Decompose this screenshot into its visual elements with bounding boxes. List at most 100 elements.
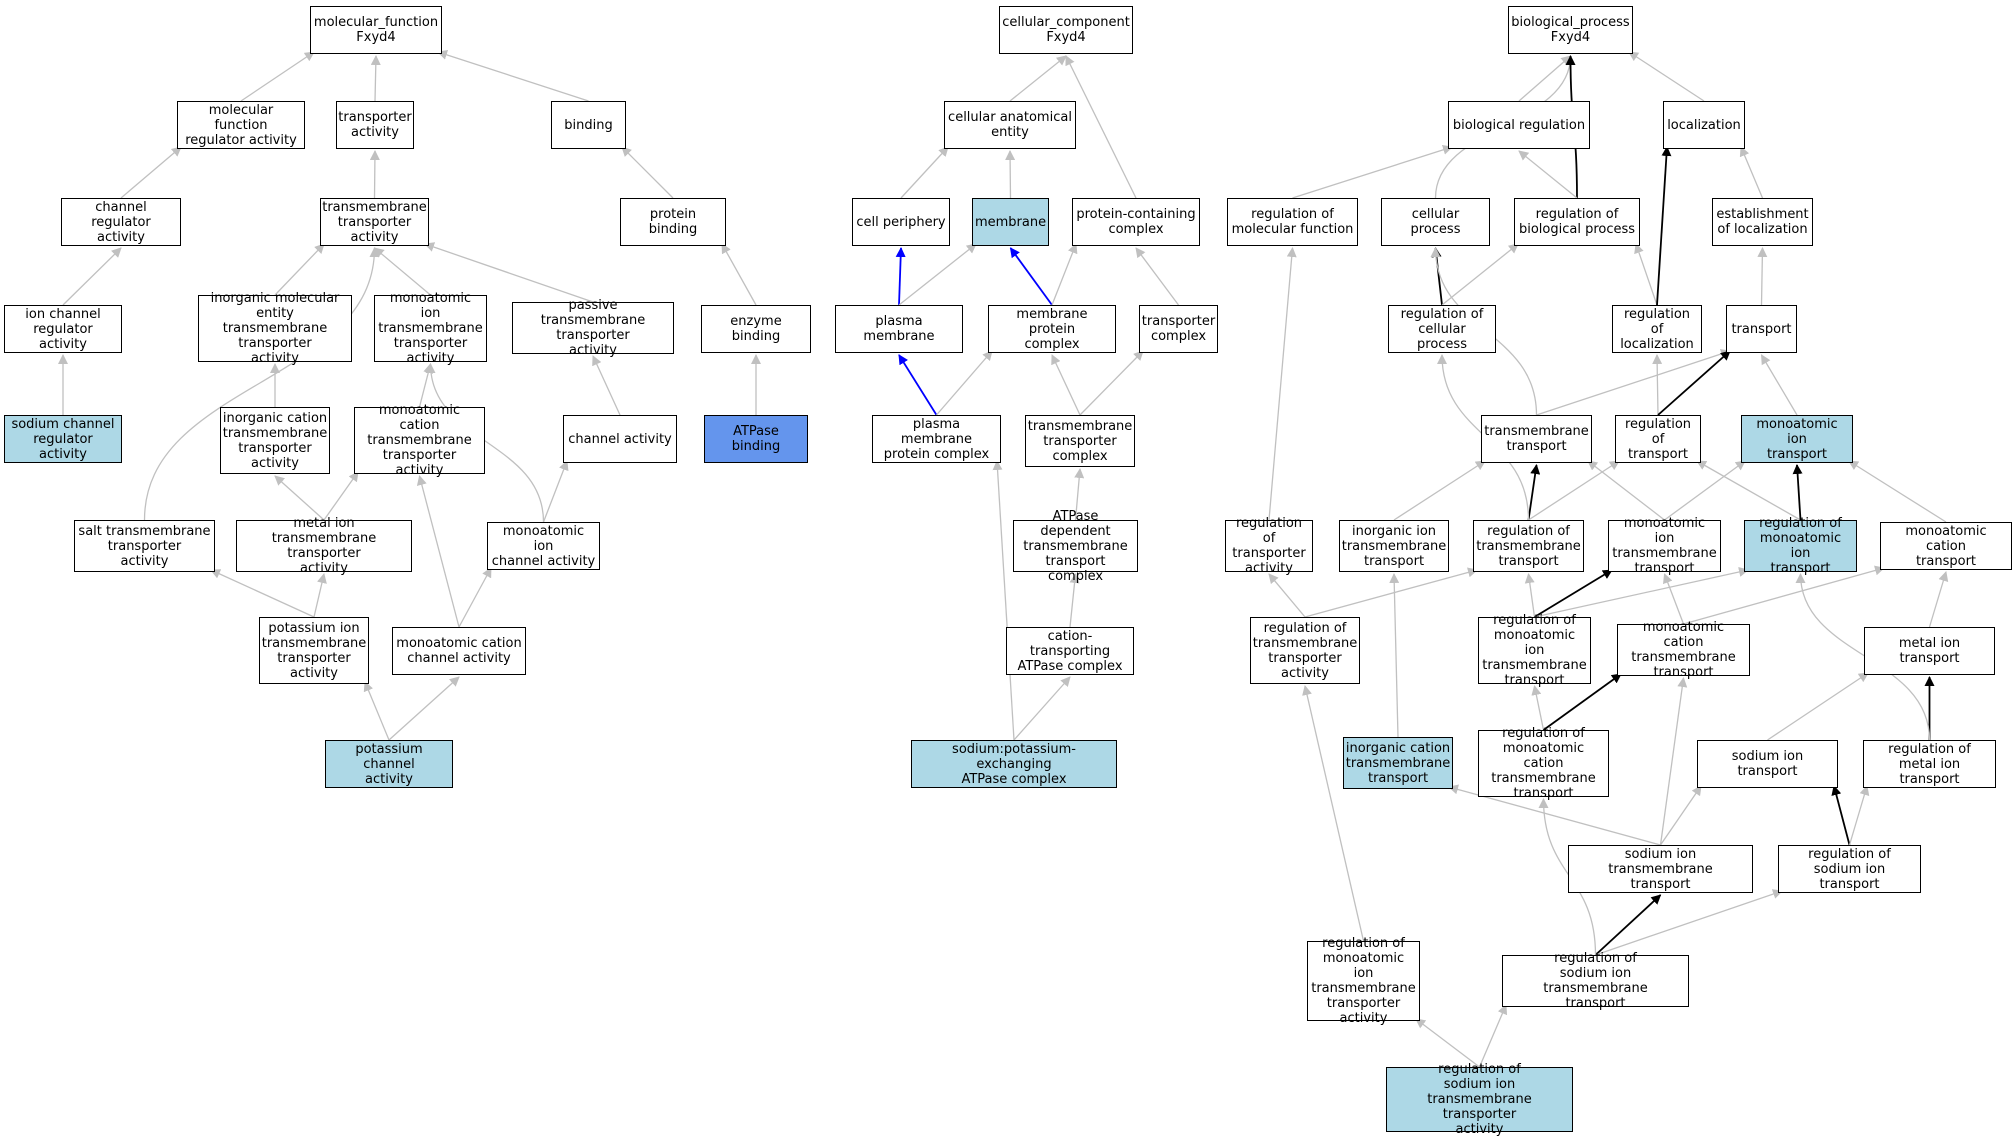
node-regulation-of-sodium-ion-transmembrane-transport[interactable]: regulation of sodium ion transmembrane t… xyxy=(1502,951,1689,1011)
node-regulation-of-metal-ion-transport[interactable]: regulation of metal ion transport xyxy=(1863,740,1996,788)
node-channel-regulator-activity[interactable]: channel regulator activity xyxy=(61,198,181,246)
node-regulation-of-cellular-process[interactable]: regulation of cellular process xyxy=(1388,305,1496,353)
node-label: potassium ion transmembrane transporter … xyxy=(261,620,367,681)
node-establishment-of-localization[interactable]: establishment of localization xyxy=(1712,198,1813,246)
node-regulation-of-sodium-ion-tm-transporter-activity[interactable]: regulation of sodium ion transmembrane t… xyxy=(1386,1062,1573,1137)
edge-bp_reg_transport-to-bp_transport xyxy=(1657,350,1731,416)
node-cell-periphery[interactable]: cell periphery xyxy=(852,198,950,246)
node-monoatomic-cation-transport[interactable]: monoatomic cation transport xyxy=(1880,522,2012,570)
node-regulation-of-localization[interactable]: regulation of localization xyxy=(1612,305,1702,353)
node-inorganic-cation-tm-transporter-activity[interactable]: inorganic cation transmembrane transport… xyxy=(220,407,330,474)
node-plasma-membrane[interactable]: plasma membrane xyxy=(835,305,963,353)
node-transmembrane-transport[interactable]: transmembrane transport xyxy=(1481,415,1592,463)
edge-bp_reg_mono_ion_tm-to-bp_mono_ion_tm xyxy=(1534,569,1613,618)
node-membrane[interactable]: membrane xyxy=(972,198,1049,246)
node-label: regulation of sodium ion transport xyxy=(1808,846,1891,892)
edge-cc_pm_protein_complex-to-cc_membrane_protein_complex xyxy=(936,350,993,416)
node-inorganic-molecular-entity-tm-transporter-activity[interactable]: inorganic molecular entity transmembrane… xyxy=(198,291,352,366)
edge-bp_reg_bio_process-to-bp_bio_reg xyxy=(1518,150,1578,199)
edge-mf_channel_reg-to-mf_reg xyxy=(120,146,182,199)
node-regulation-of-monoatomic-ion-transport[interactable]: regulation of monoatomic ion transport xyxy=(1744,516,1857,576)
node-monoatomic-cation-channel-activity[interactable]: monoatomic cation channel activity xyxy=(392,627,526,675)
node-sodium-channel-regulator-activity[interactable]: sodium channel regulator activity xyxy=(4,415,122,463)
edge-bp_establish_loc-to-bp_localization xyxy=(1739,146,1764,199)
node-molecular-function-root[interactable]: molecular_function Fxyd4 xyxy=(310,6,442,54)
node-atpase-dependent-tm-transport-complex[interactable]: ATPase dependent transmembrane transport… xyxy=(1013,509,1138,584)
node-inorganic-ion-transmembrane-transport[interactable]: inorganic ion transmembrane transport xyxy=(1339,520,1449,572)
node-plasma-membrane-protein-complex[interactable]: plasma membrane protein complex xyxy=(872,415,1001,463)
node-cellular-process[interactable]: cellular process xyxy=(1381,198,1490,246)
node-regulation-of-tm-transporter-activity[interactable]: regulation of transmembrane transporter … xyxy=(1250,617,1360,684)
node-label: regulation of biological process xyxy=(1518,207,1636,237)
node-monoatomic-cation-transmembrane-transport[interactable]: monoatomic cation transmembrane transpor… xyxy=(1617,620,1750,680)
node-regulation-of-monoatomic-cation-tm-transport[interactable]: regulation of monoatomic cation transmem… xyxy=(1478,726,1609,801)
node-potassium-channel-activity[interactable]: potassium channel activity xyxy=(325,740,453,788)
node-metal-ion-transport[interactable]: metal ion transport xyxy=(1864,627,1995,675)
edge-mf_transporter-to-mf_root xyxy=(370,55,381,102)
node-passive-tm-transporter-activity[interactable]: passive transmembrane transporter activi… xyxy=(512,298,674,358)
node-membrane-protein-complex[interactable]: membrane protein complex xyxy=(988,305,1116,353)
node-regulation-of-monoatomic-ion-tm-transporter-activity[interactable]: regulation of monoatomic ion transmembra… xyxy=(1307,936,1420,1026)
node-sodium-ion-transport[interactable]: sodium ion transport xyxy=(1697,740,1838,788)
node-label: molecular_function Fxyd4 xyxy=(313,15,439,45)
edge-cc_membrane_protein_complex-to-cc_protein_complex xyxy=(1051,243,1078,306)
node-monoatomic-ion-tm-transporter-activity[interactable]: monoatomic ion transmembrane transporter… xyxy=(374,291,487,366)
node-regulation-of-biological-process[interactable]: regulation of biological process xyxy=(1514,198,1640,246)
edge-mf_inorg_mol-to-mf_tm_transporter xyxy=(274,243,325,296)
node-label: metal ion transmembrane transporter acti… xyxy=(271,516,377,576)
node-protein-binding[interactable]: protein binding xyxy=(620,198,726,246)
node-regulation-of-monoatomic-ion-tm-transport[interactable]: regulation of monoatomic ion transmembra… xyxy=(1478,613,1591,688)
node-biological-regulation[interactable]: biological regulation xyxy=(1448,101,1590,149)
node-cellular-component-root[interactable]: cellular_component Fxyd4 xyxy=(999,6,1133,54)
node-transporter-activity[interactable]: transporter activity xyxy=(336,101,414,149)
node-monoatomic-ion-transmembrane-transport[interactable]: monoatomic ion transmembrane transport xyxy=(1608,516,1721,576)
node-cellular-anatomical-entity[interactable]: cellular anatomical entity xyxy=(944,101,1076,149)
node-biological-process-root[interactable]: biological_process Fxyd4 xyxy=(1508,6,1633,54)
node-label: ATPase dependent transmembrane transport… xyxy=(1023,508,1128,584)
node-label: enzyme binding xyxy=(730,314,782,344)
node-sodium-potassium-exchanging-atpase-complex[interactable]: sodium:potassium-exchanging ATPase compl… xyxy=(911,740,1117,788)
node-transporter-complex[interactable]: transporter complex xyxy=(1139,305,1218,353)
node-potassium-ion-tm-transporter-activity[interactable]: potassium ion transmembrane transporter … xyxy=(259,617,369,684)
node-enzyme-binding[interactable]: enzyme binding xyxy=(701,305,811,353)
node-molecular-function-regulator-activity[interactable]: molecular function regulator activity xyxy=(177,101,305,149)
node-cation-transporting-atpase-complex[interactable]: cation-transporting ATPase complex xyxy=(1006,627,1134,675)
node-label: regulation of monoatomic ion transmembra… xyxy=(1311,936,1416,1026)
edge-mf_mono_cation_channel-to-mf_mono_cation_tm xyxy=(416,475,460,628)
node-ion-channel-regulator-activity[interactable]: ion channel regulator activity xyxy=(4,305,122,353)
edge-mf_potassium_channel-to-mf_potassium_tm xyxy=(363,681,390,741)
edge-cc_na_k_atpase-to-cc_pm_protein_complex xyxy=(992,460,1015,741)
edge-bp_reg_sodium_ion_tm-to-bp_reg_sodium_ion_transport xyxy=(1595,889,1783,956)
node-regulation-of-transmembrane-transport[interactable]: regulation of transmembrane transport xyxy=(1473,520,1584,572)
node-sodium-ion-transmembrane-transport[interactable]: sodium ion transmembrane transport xyxy=(1568,845,1753,893)
edge-cc_membrane-to-cc_anat xyxy=(1005,150,1016,199)
node-binding[interactable]: binding xyxy=(551,101,626,149)
node-salt-tm-transporter-activity[interactable]: salt transmembrane transporter activity xyxy=(74,520,215,572)
node-label: localization xyxy=(1667,117,1741,133)
node-label: biological_process Fxyd4 xyxy=(1511,15,1630,45)
node-localization[interactable]: localization xyxy=(1663,101,1745,149)
node-label: regulation of monoatomic cation transmem… xyxy=(1491,726,1596,801)
node-monoatomic-ion-transport[interactable]: monoatomic ion transport xyxy=(1741,415,1853,463)
node-metal-ion-tm-transporter-activity[interactable]: metal ion transmembrane transporter acti… xyxy=(236,516,412,576)
node-regulation-of-molecular-function[interactable]: regulation of molecular function xyxy=(1227,198,1358,246)
node-label: regulation of transporter activity xyxy=(1232,516,1306,576)
node-label: cell periphery xyxy=(856,214,946,230)
edge-bp_reg_mono_ion_transport-to-bp_mono_ion_transport xyxy=(1792,464,1803,521)
edge-bp_mono_cation_tm-to-bp_mono_ion_tm xyxy=(1663,573,1685,625)
node-regulation-of-transporter-activity[interactable]: regulation of transporter activity xyxy=(1225,516,1313,576)
edge-mf_enzyme_binding-to-mf_protein_binding xyxy=(721,243,757,306)
node-atpase-binding[interactable]: ATPase binding xyxy=(704,415,808,463)
node-channel-activity[interactable]: channel activity xyxy=(563,415,677,463)
node-transmembrane-transporter-activity[interactable]: transmembrane transporter activity xyxy=(320,198,429,246)
node-transport[interactable]: transport xyxy=(1726,305,1797,353)
node-inorganic-cation-transmembrane-transport[interactable]: inorganic cation transmembrane transport xyxy=(1343,737,1453,789)
node-label: plasma membrane xyxy=(863,314,935,344)
node-protein-containing-complex[interactable]: protein-containing complex xyxy=(1072,198,1200,246)
node-monoatomic-cation-tm-transporter-activity[interactable]: monoatomic cation transmembrane transpor… xyxy=(354,403,485,478)
node-regulation-of-sodium-ion-transport[interactable]: regulation of sodium ion transport xyxy=(1778,845,1921,893)
node-transmembrane-transporter-complex[interactable]: transmembrane transporter complex xyxy=(1025,415,1135,467)
node-regulation-of-transport[interactable]: regulation of transport xyxy=(1615,415,1701,463)
node-monoatomic-ion-channel-activity[interactable]: monoatomic ion channel activity xyxy=(487,522,600,570)
edge-mf_potassium_tm-to-mf_salt xyxy=(210,569,315,618)
